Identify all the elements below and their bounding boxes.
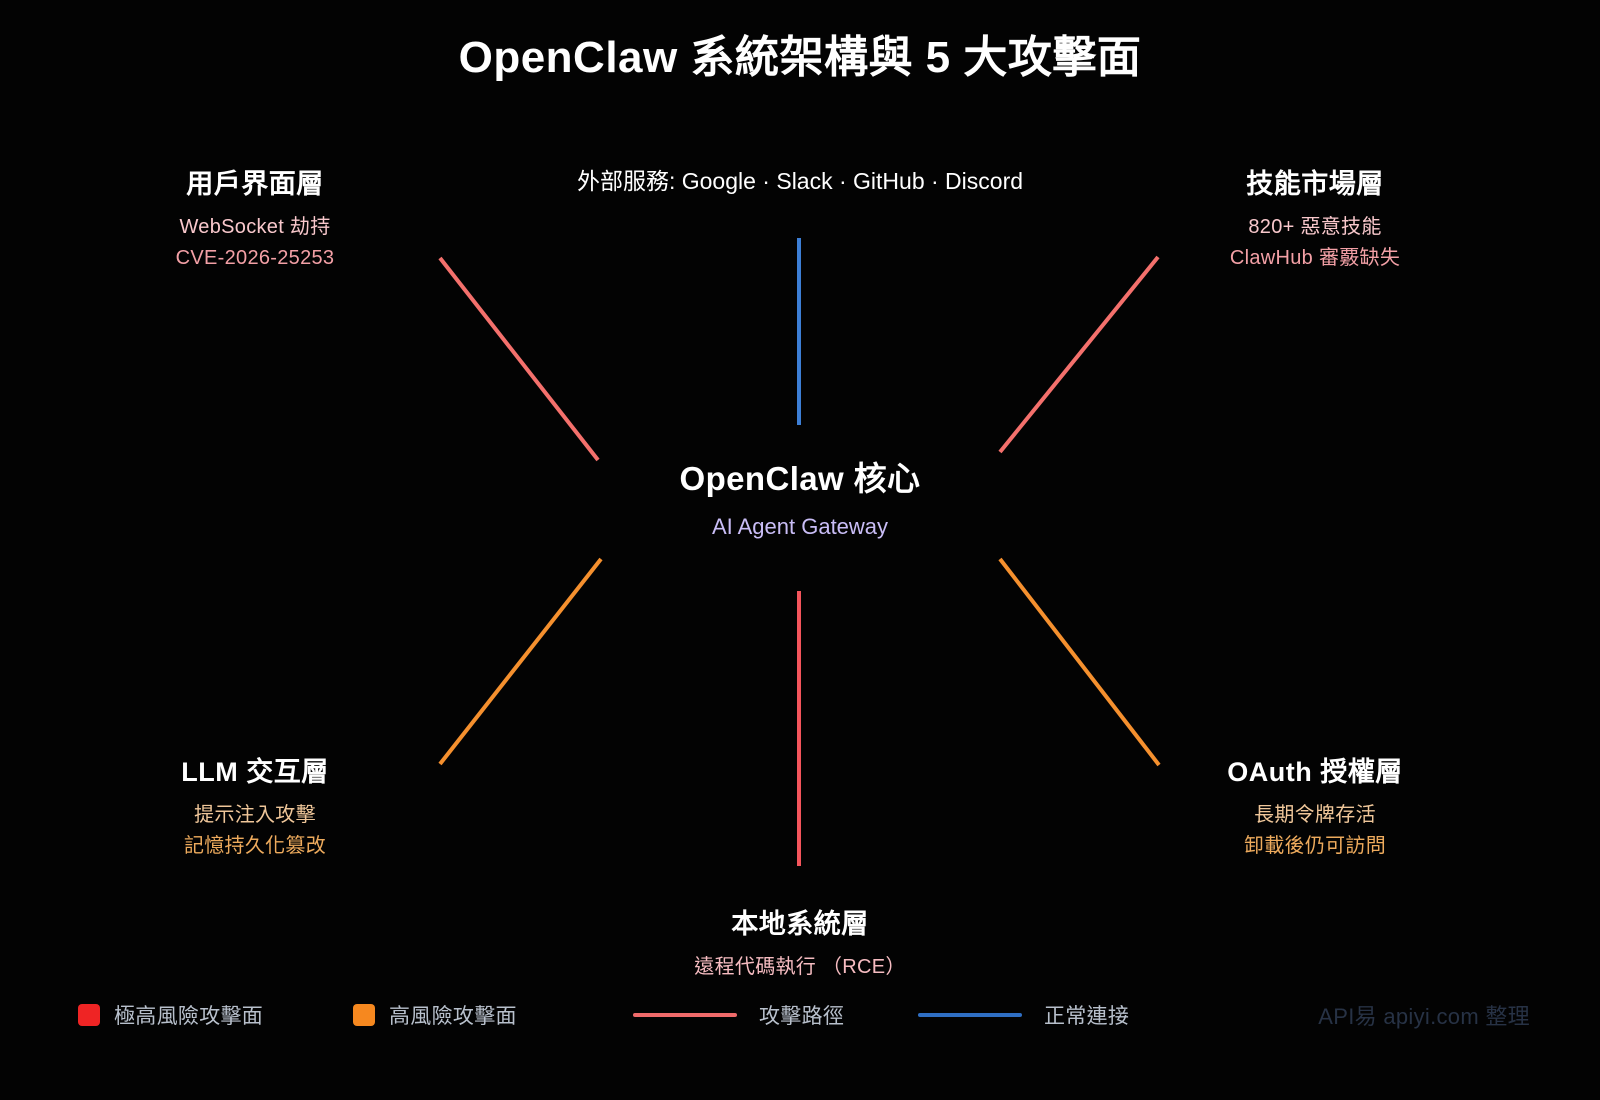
attack-path-line-icon	[633, 1013, 737, 1017]
legend-item-high-risk: 高風險攻擊面	[353, 998, 517, 1032]
legend-item-critical-risk: 極高風險攻擊面	[78, 998, 263, 1032]
node-local-system-layer: 本地系統層 遠程代碼執行 （RCE）	[600, 908, 1000, 980]
watermark: API易 apiyi.com 整理	[1318, 1004, 1530, 1029]
external-services-label: 外部服務: Google · Slack · GitHub · Discord	[576, 168, 1024, 194]
node-ui-layer-line-1: WebSocket 劫持	[179, 215, 331, 238]
core-node-title: OpenClaw 核心	[679, 460, 921, 497]
connector-core-to-ui	[438, 256, 600, 462]
legend-item-attack-path-label: 攻擊路徑	[759, 1005, 845, 1028]
connector-core-to-llm	[438, 557, 603, 766]
high-risk-swatch-icon	[353, 1004, 375, 1026]
core-node-subtitle: AI Agent Gateway	[711, 514, 889, 539]
node-skill-market-layer-title: 技能市場層	[1246, 169, 1384, 199]
node-local-system-layer-line-1: 遠程代碼執行 （RCE）	[694, 955, 906, 978]
page-title: OpenClaw 系統架構與 5 大攻擊面	[458, 33, 1142, 82]
node-ui-layer-title: 用戶界面層	[186, 169, 324, 199]
connector-core-to-skill	[998, 255, 1160, 454]
connector-core-to-oauth	[998, 557, 1161, 767]
node-oauth-layer-line-1: 長期令牌存活	[1254, 803, 1376, 826]
node-local-system-layer-title: 本地系統層	[731, 909, 869, 939]
node-ui-layer-line-2: CVE-2026-25253	[175, 246, 335, 269]
legend-item-normal-connection-label: 正常連接	[1044, 1005, 1130, 1028]
legend: 極高風險攻擊面 高風險攻擊面 攻擊路徑 正常連接	[78, 998, 1528, 1032]
node-llm-layer-title: LLM 交互層	[181, 757, 329, 787]
node-oauth-layer: OAuth 授權層 長期令牌存活 卸載後仍可訪問	[1115, 756, 1515, 859]
node-llm-layer: LLM 交互層 提示注入攻擊 記憶持久化篡改	[55, 756, 455, 859]
legend-item-high-risk-label: 高風險攻擊面	[389, 1005, 517, 1028]
node-skill-market-layer-line-1: 820+ 惡意技能	[1248, 215, 1382, 238]
legend-item-normal-connection: 正常連接	[918, 998, 1129, 1032]
node-skill-market-layer: 技能市場層 820+ 惡意技能 ClawHub 審覈缺失	[1115, 168, 1515, 271]
critical-risk-swatch-icon	[78, 1004, 100, 1026]
legend-item-critical-risk-label: 極高風險攻擊面	[114, 1005, 264, 1028]
legend-item-attack-path: 攻擊路徑	[633, 998, 844, 1032]
node-llm-layer-line-1: 提示注入攻擊	[194, 803, 316, 826]
normal-connection-line-icon	[918, 1013, 1022, 1017]
node-oauth-layer-line-2: 卸載後仍可訪問	[1243, 834, 1387, 857]
node-oauth-layer-title: OAuth 授權層	[1227, 757, 1403, 787]
node-skill-market-layer-line-2: ClawHub 審覈缺失	[1229, 246, 1401, 269]
node-ui-layer: 用戶界面層 WebSocket 劫持 CVE-2026-25253	[55, 168, 455, 271]
node-llm-layer-line-2: 記憶持久化篡改	[183, 834, 327, 857]
core-node: OpenClaw 核心 AI Agent Gateway	[500, 452, 1100, 540]
